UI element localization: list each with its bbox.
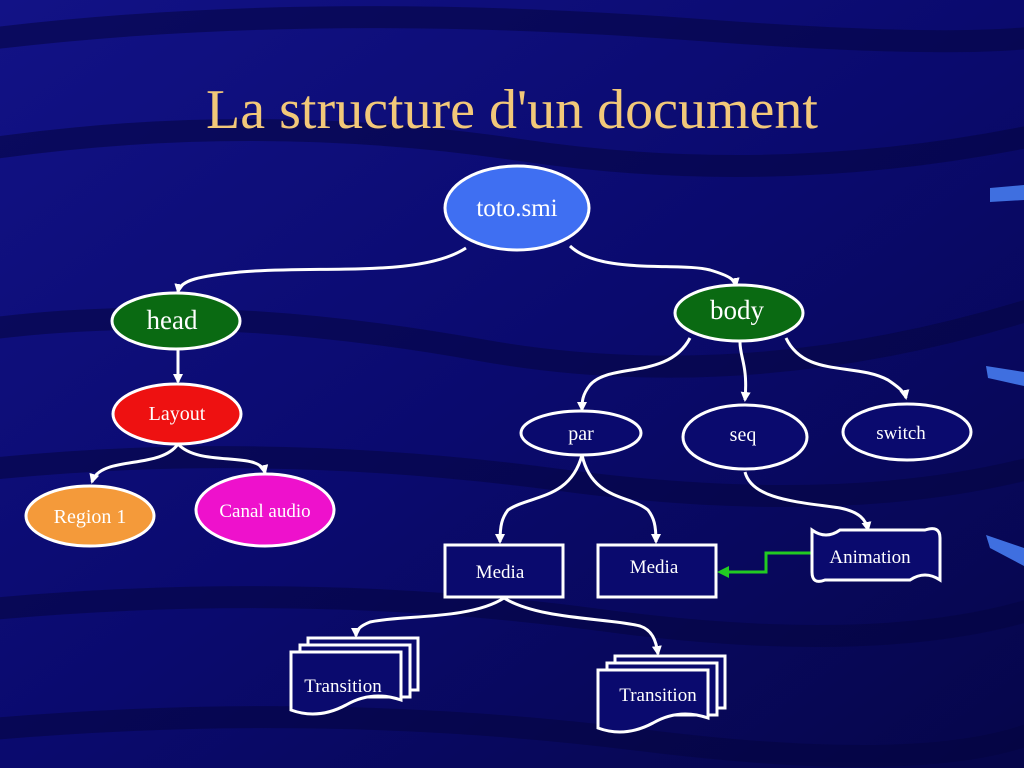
node-canal-audio[interactable]: Canal audio <box>194 472 336 548</box>
node-head[interactable]: head <box>110 291 242 351</box>
node-media-1-label: Media <box>476 562 525 583</box>
node-transition-2-label: Transition <box>619 685 697 706</box>
node-switch-label: switch <box>876 423 926 444</box>
background-swoosh-stripes <box>0 6 1024 767</box>
node-transition-1-label: Transition <box>304 676 382 697</box>
link-root-body <box>568 244 740 288</box>
tree-connectors <box>89 244 910 656</box>
link-body-seq <box>738 341 751 402</box>
node-region-1-label: Region 1 <box>54 506 127 528</box>
node-transition-1[interactable]: Transition <box>289 636 420 716</box>
link-layout-canal-audio <box>176 442 269 475</box>
node-media-2-label: Media <box>630 557 679 578</box>
node-region-1[interactable]: Region 1 <box>24 484 156 548</box>
node-body[interactable]: body <box>673 283 805 343</box>
node-canal-audio-label: Canal audio <box>219 501 310 522</box>
node-switch[interactable]: switch <box>841 402 973 462</box>
node-transition-2[interactable]: Transition <box>596 654 727 734</box>
node-layout[interactable]: Layout <box>111 382 243 446</box>
link-body-switch <box>784 337 910 400</box>
right-edge-accent-marks <box>986 185 1024 566</box>
node-root[interactable]: toto.smi <box>443 164 591 252</box>
link-root-head <box>174 246 467 294</box>
link-par-media-1 <box>495 454 584 544</box>
node-animation-label: Animation <box>829 547 911 568</box>
node-head-label: head <box>147 305 198 335</box>
node-media-1[interactable]: Media <box>443 543 565 599</box>
node-body-label: body <box>710 295 765 325</box>
animation-reference-arrow <box>717 551 812 578</box>
node-media-2[interactable]: Media <box>596 543 718 599</box>
link-seq-animation <box>743 471 872 532</box>
node-par-label: par <box>568 423 594 445</box>
slide-title: La structure d'un document <box>206 79 818 141</box>
node-par[interactable]: par <box>519 409 643 457</box>
node-animation[interactable]: Animation <box>810 527 942 583</box>
node-seq[interactable]: seq <box>681 403 809 471</box>
link-par-media-2 <box>580 454 661 544</box>
node-seq-label: seq <box>730 424 757 446</box>
node-root-label: toto.smi <box>476 195 557 222</box>
link-media-transition-1 <box>351 596 505 638</box>
link-layout-region <box>89 443 180 484</box>
link-body-par <box>577 337 692 412</box>
link-media-transition-2 <box>503 596 662 656</box>
node-layout-label: Layout <box>149 403 206 425</box>
